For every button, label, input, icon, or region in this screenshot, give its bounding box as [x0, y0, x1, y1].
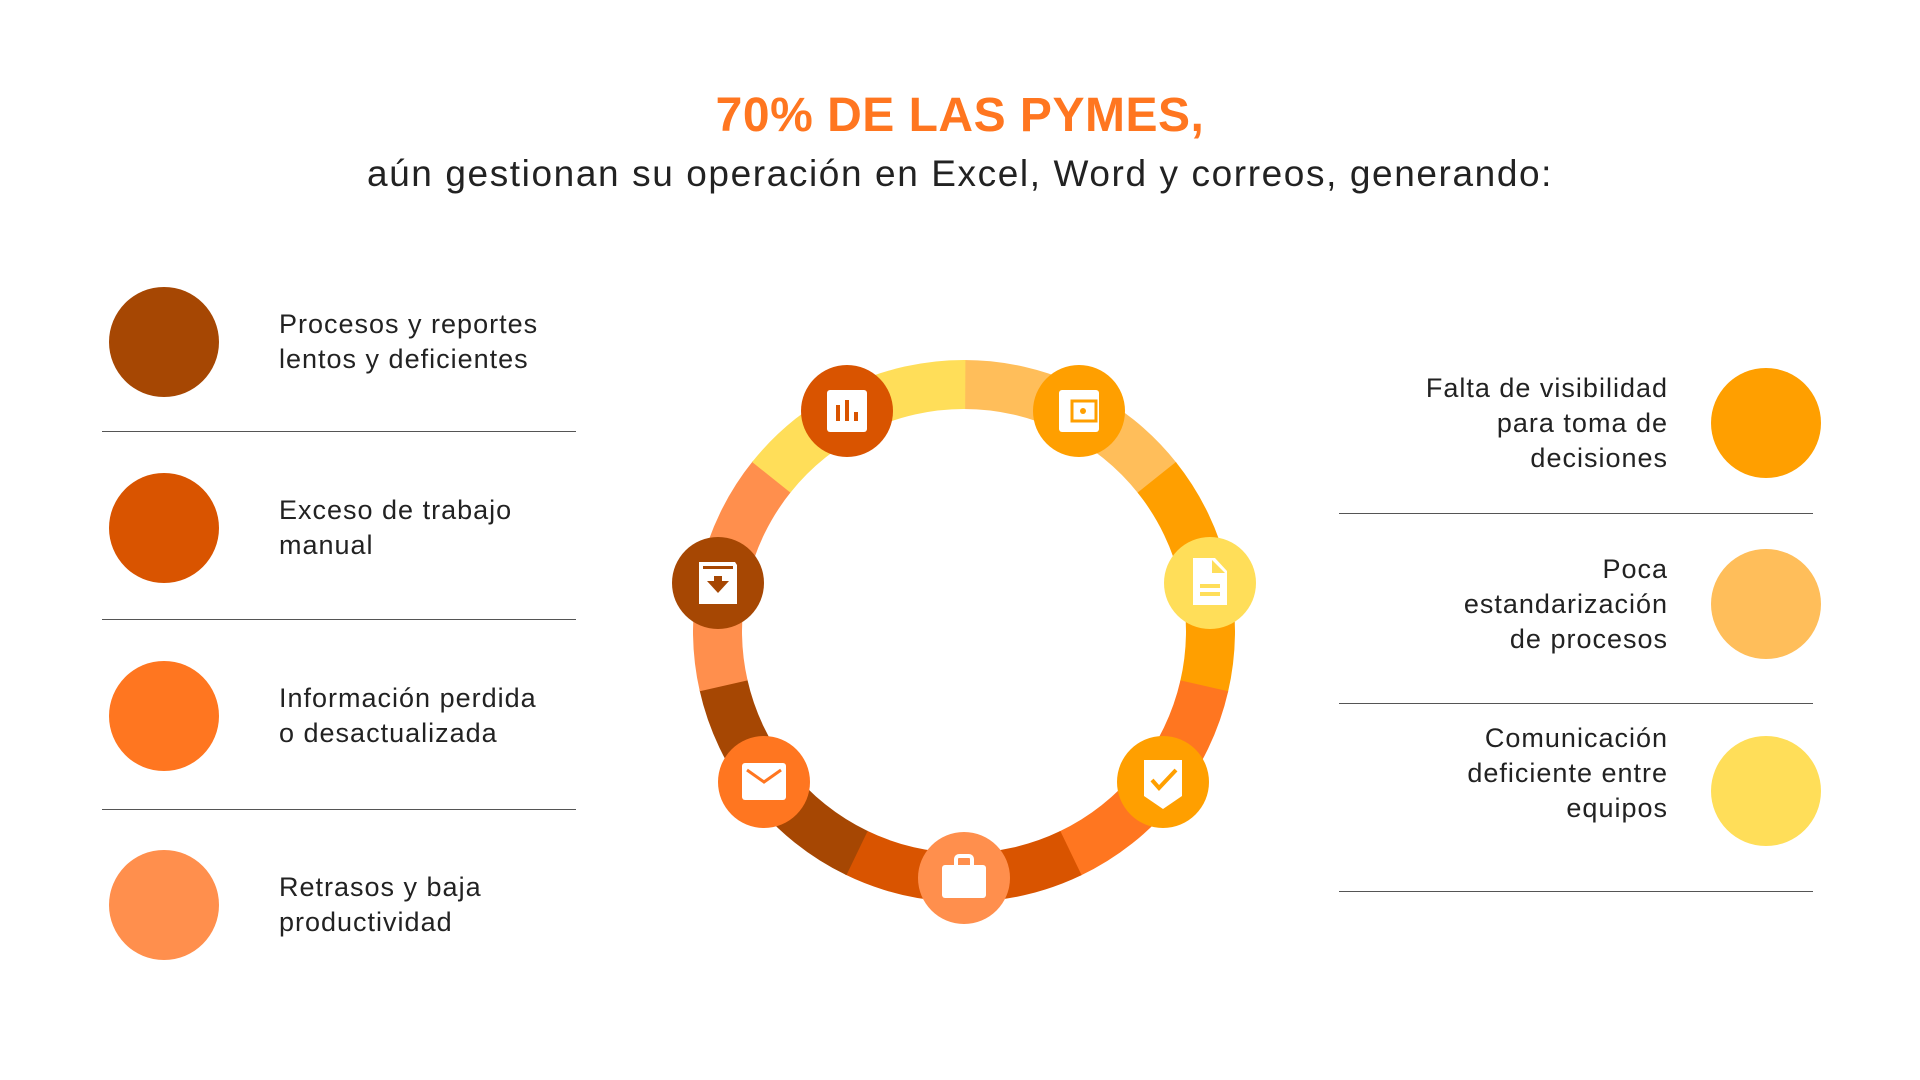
- briefcase-icon: [918, 832, 1010, 924]
- check-badge-icon: [1117, 736, 1209, 828]
- divider: [1339, 703, 1813, 704]
- wallet-icon: [1033, 365, 1125, 457]
- mail-icon: [718, 736, 810, 828]
- document-icon: [1164, 537, 1256, 629]
- subtitle: aún gestionan su operación en Excel, Wor…: [366, 153, 1554, 194]
- bar-chart-icon: [801, 365, 893, 457]
- color-dot: [1711, 736, 1821, 846]
- divider: [102, 431, 576, 432]
- divider: [1339, 891, 1813, 892]
- divider: [1339, 513, 1813, 514]
- divider: [102, 809, 576, 810]
- color-dot: [109, 850, 219, 960]
- divider: [102, 619, 576, 620]
- color-dot: [109, 473, 219, 583]
- headline: 70% DE LAS PYMES,: [715, 89, 1205, 142]
- color-dot: [109, 661, 219, 771]
- archive-download-icon: [672, 537, 764, 629]
- color-dot: [1711, 368, 1821, 478]
- color-dot: [109, 287, 219, 397]
- color-dot: [1711, 549, 1821, 659]
